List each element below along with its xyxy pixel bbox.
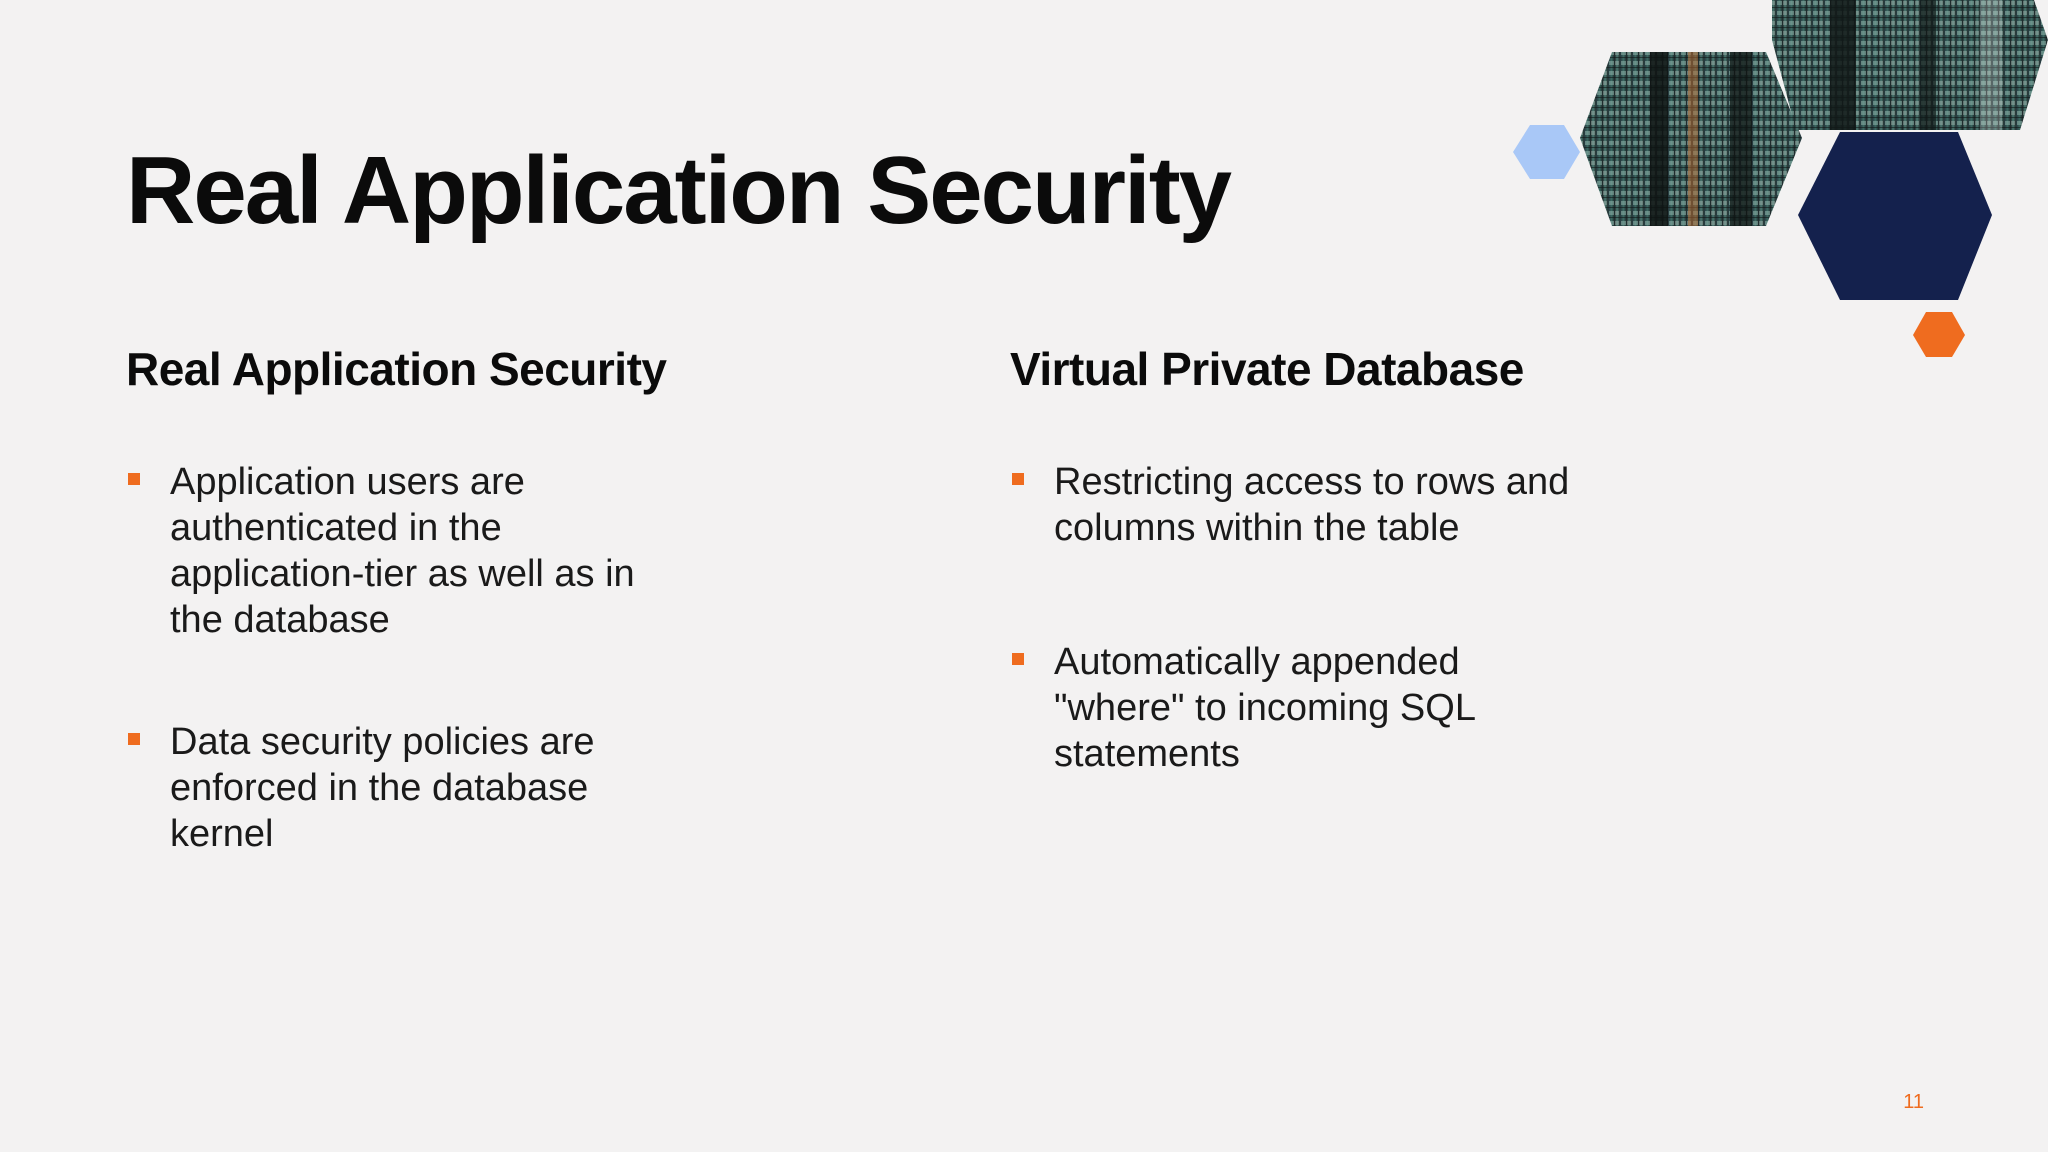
bullet-text: Application users are authenticated in t…: [170, 461, 635, 642]
bullet-item: Restricting access to rows and columns w…: [1010, 459, 1570, 551]
page-number: 11: [1903, 1091, 1924, 1113]
right-bullet-list: Restricting access to rows and columns w…: [1010, 459, 1570, 777]
bullet-text: Automatically appended "where" to incomi…: [1054, 641, 1475, 776]
bullet-item: Application users are authenticated in t…: [126, 459, 686, 643]
bullet-text: Data security policies are enforced in t…: [170, 721, 595, 856]
right-column: Virtual Private Database Restricting acc…: [1010, 342, 1570, 777]
bullet-item: Data security policies are enforced in t…: [126, 719, 686, 857]
square-bullet-icon: [1012, 473, 1024, 486]
left-column: Real Application Security Application us…: [126, 342, 686, 857]
orange-hexagon: [1913, 312, 1965, 357]
right-column-heading: Virtual Private Database: [1010, 343, 1524, 395]
building-photo-hexagon: [1580, 52, 1802, 226]
bullet-text: Restricting access to rows and columns w…: [1054, 461, 1570, 550]
left-bullet-list: Application users are authenticated in t…: [126, 459, 686, 857]
building-photo-hexagon-top: [1772, 0, 2048, 130]
slide-title: Real Application Security: [126, 137, 1232, 244]
bullet-item: Automatically appended "where" to incomi…: [1010, 639, 1570, 777]
square-bullet-icon: [128, 733, 140, 746]
navy-hexagon: [1798, 132, 1992, 300]
light-blue-hexagon: [1513, 125, 1580, 179]
square-bullet-icon: [1012, 653, 1024, 666]
square-bullet-icon: [128, 473, 140, 486]
left-column-heading: Real Application Security: [126, 343, 667, 395]
hexagon-decoration: [1513, 0, 2048, 357]
